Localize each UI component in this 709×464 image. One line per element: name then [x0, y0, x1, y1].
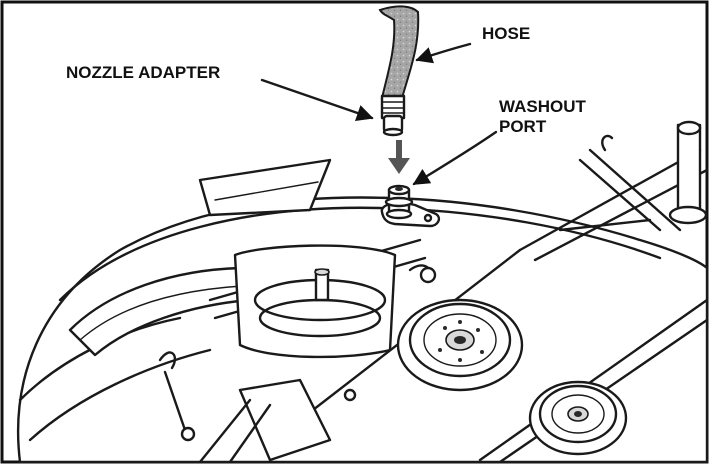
lift-arm [158, 264, 437, 464]
washout-port-label-line2: PORT [499, 117, 547, 136]
washout-port-label-line1: WASHOUT [499, 97, 587, 116]
nozzle-adapter-leader-line [260, 78, 374, 122]
washout-port-leader-line [412, 130, 498, 186]
nozzle-adapter-label: NOZZLE ADAPTER [66, 63, 220, 82]
washout-port [380, 184, 441, 228]
insert-arrow [388, 140, 410, 174]
nozzle-adapter [380, 94, 406, 137]
hose-label: HOSE [482, 24, 530, 43]
spindle-housing [233, 244, 397, 359]
secondary-pulley [528, 380, 628, 456]
hose-leader-line [415, 42, 472, 64]
main-pulley [396, 298, 524, 392]
hose [378, 5, 420, 99]
